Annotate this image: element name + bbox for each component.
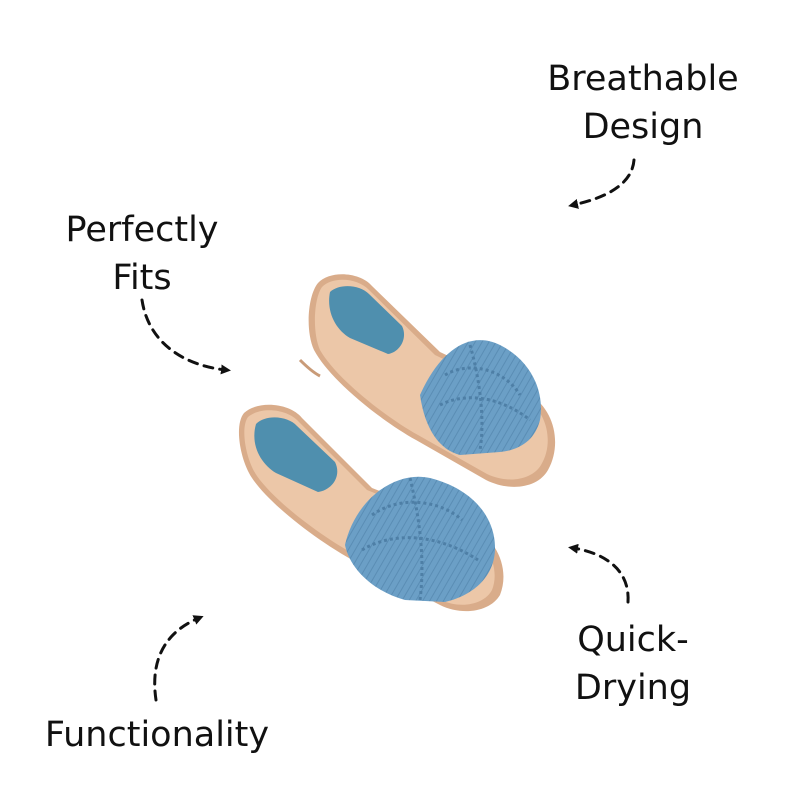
breathable-line2: Design bbox=[582, 107, 704, 147]
arrow-functionality-icon bbox=[153, 615, 204, 702]
perfect-fit-line2: Fits bbox=[112, 258, 172, 298]
feature-label-quick-drying: Quick- Drying bbox=[548, 616, 718, 712]
sandal-back-image bbox=[298, 274, 556, 487]
feature-label-breathable: Breathable Design bbox=[536, 55, 750, 151]
functionality-line1: Functionality bbox=[44, 715, 270, 755]
feature-label-perfect-fit: Perfectly Fits bbox=[42, 206, 242, 302]
quick-drying-line2: Drying bbox=[574, 668, 692, 708]
breathable-line1: Breathable bbox=[547, 59, 739, 99]
perfect-fit-line1: Perfectly bbox=[65, 210, 219, 250]
arrow-perfect-fit-icon bbox=[140, 298, 231, 375]
arrow-breathable-icon bbox=[568, 158, 636, 209]
sandal-front-image bbox=[238, 404, 504, 612]
feature-label-functionality: Functionality bbox=[22, 711, 292, 759]
quick-drying-line1: Quick- bbox=[577, 620, 689, 660]
arrow-quick-drying-icon bbox=[568, 543, 630, 604]
